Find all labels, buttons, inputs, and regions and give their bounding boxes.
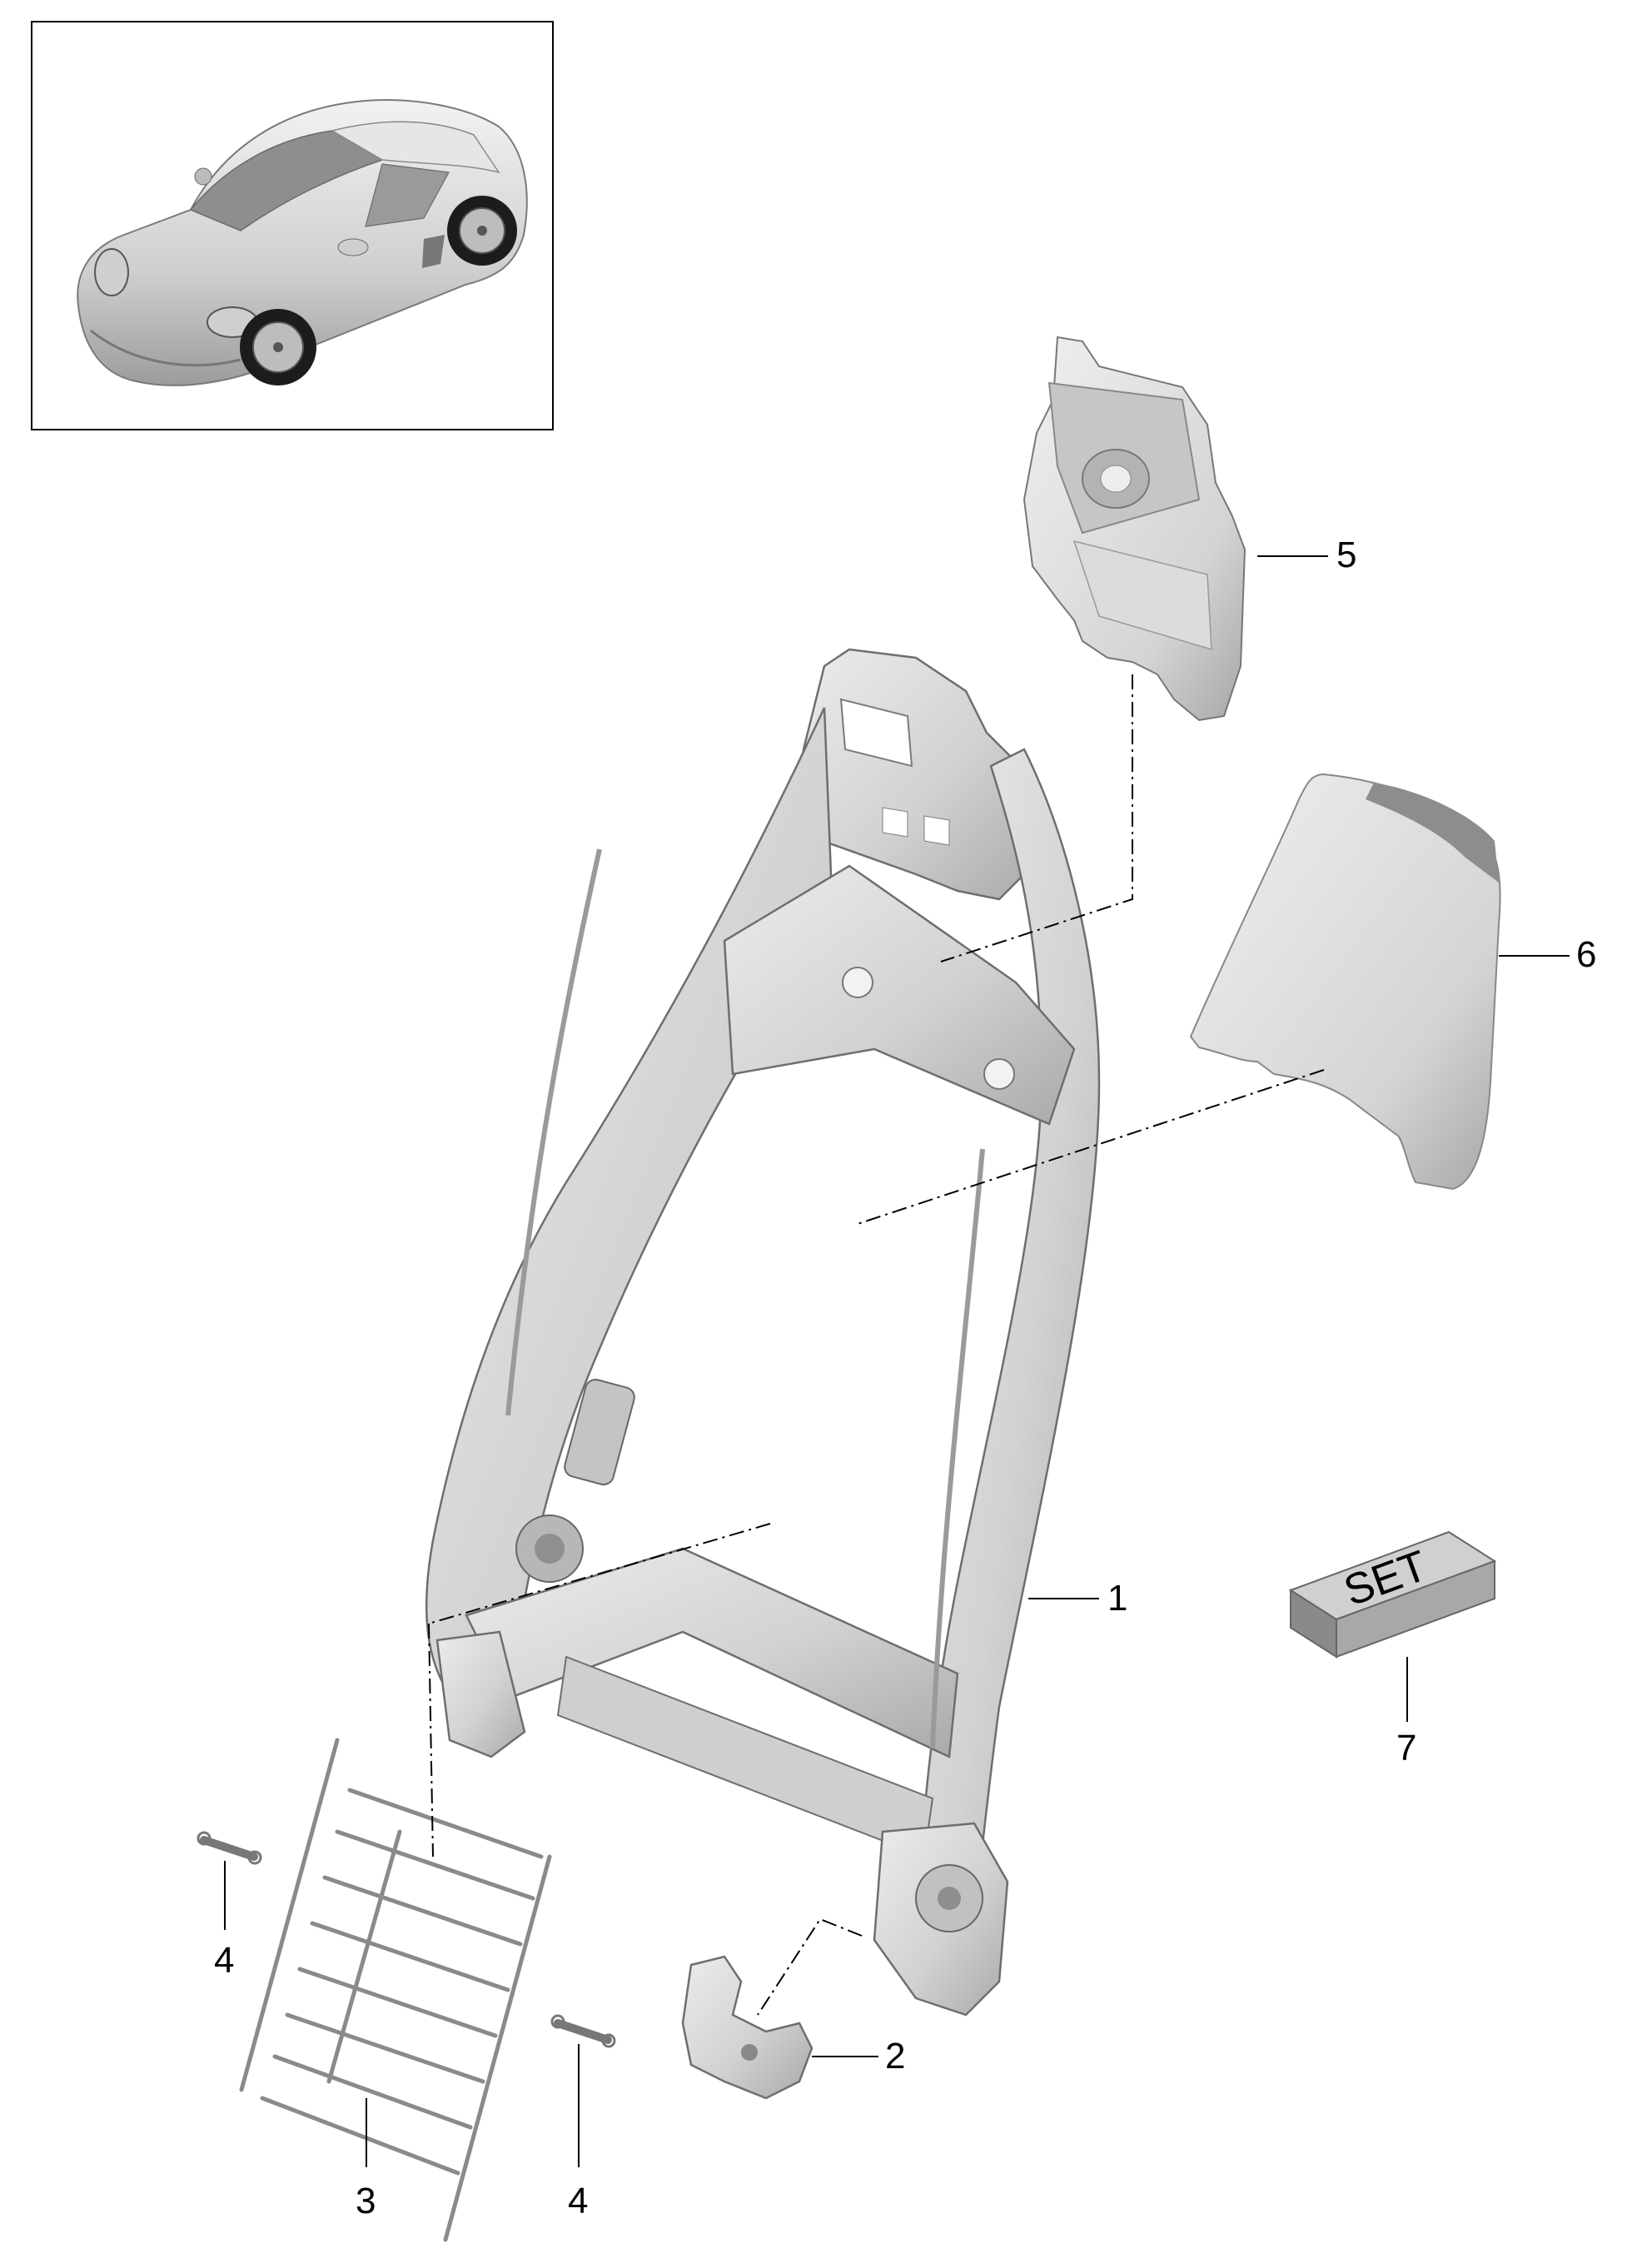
recliner-motor	[515, 1378, 635, 1583]
part-2-bracket	[681, 1955, 814, 2100]
callout-6: 6	[1576, 934, 1597, 975]
callout-4-left: 4	[214, 1940, 235, 1981]
part-6-backrest-pad	[1189, 773, 1501, 1191]
part-4-tension-spring-left	[197, 1831, 262, 1865]
car-illustration	[77, 99, 528, 386]
part-7-set-box: SET	[1288, 1530, 1497, 1659]
rear-wheel	[447, 196, 517, 266]
callout-5: 5	[1336, 535, 1357, 575]
part-5-backrest-shell	[1023, 336, 1246, 722]
callout-4-right: 4	[568, 2181, 589, 2221]
callout-7: 7	[1396, 1728, 1417, 1768]
callout-1: 1	[1107, 1578, 1128, 1619]
callout-2: 2	[885, 2036, 906, 2077]
callout-3: 3	[356, 2181, 376, 2221]
assembly-lines	[428, 674, 1325, 2016]
part-4-tension-spring-right	[550, 2014, 616, 2048]
part-3-spring-mat	[239, 1738, 552, 2242]
leader-lines	[224, 555, 1570, 2167]
vehicle-inset-frame	[31, 21, 554, 430]
front-wheel	[240, 309, 316, 385]
part-1-seat-backrest-frame	[425, 648, 1101, 2017]
